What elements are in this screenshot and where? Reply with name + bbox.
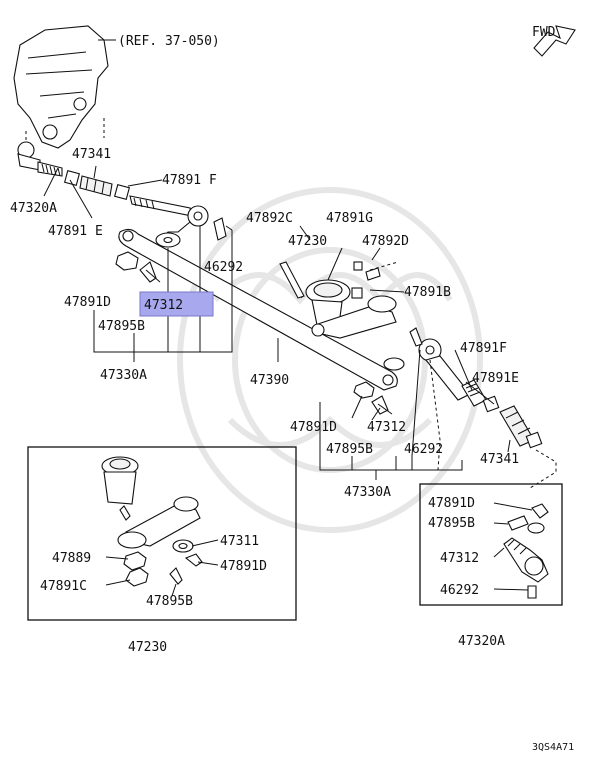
label-47895b-mid: 47895B <box>326 442 373 457</box>
label-47320a-top: 47320A <box>10 201 57 216</box>
label-47312-rbox: 47312 <box>440 551 479 566</box>
label-47891g: 47891G <box>326 211 373 226</box>
label-47341-top: 47341 <box>72 147 111 162</box>
idler-arm-detail-drawing <box>101 456 203 587</box>
label-47891b: 47891B <box>404 285 451 300</box>
label-47230-box: 47230 <box>128 640 167 655</box>
label-46292-top: 46292 <box>204 260 243 275</box>
label-47312-mid: 47312 <box>367 420 406 435</box>
label-47341-right: 47341 <box>480 452 519 467</box>
tie-rod-end-detail-drawing <box>503 503 549 599</box>
detail-box-47320a <box>419 483 563 606</box>
label-47891e-right: 47891E <box>472 371 519 386</box>
adjuster-sleeve-left-drawing <box>63 169 131 201</box>
leader-lines-box-right <box>493 502 533 591</box>
castle-nut-left-drawing <box>115 251 161 283</box>
label-47891f-right: 47891F <box>460 341 507 356</box>
label-47320a-rbox: 47320A <box>458 634 505 649</box>
label-47330a-mid: 47330A <box>344 485 391 500</box>
label-47892c: 47892C <box>246 211 293 226</box>
diagram-code: 3QS4A71 <box>532 742 574 753</box>
adjuster-sleeve-right-drawing <box>499 405 543 449</box>
leader-lines <box>43 165 511 453</box>
fwd-arrow-icon <box>533 25 576 57</box>
part-labels: 47341 47891 F 47320A 47891 E 47892C 4789… <box>10 147 519 655</box>
label-47889: 47889 <box>52 551 91 566</box>
label-47891e-top: 47891 E <box>48 224 103 239</box>
label-47892d: 47892D <box>362 234 409 249</box>
castle-nut-mid-drawing <box>353 381 393 415</box>
fwd-label: FWD <box>532 25 556 40</box>
label-47330a-left: 47330A <box>100 368 147 383</box>
label-47891f-top: 47891 F <box>162 173 217 188</box>
label-46292-mid: 46292 <box>404 442 443 457</box>
label-47895b-rbox: 47895B <box>428 516 475 531</box>
label-47311: 47311 <box>220 534 259 549</box>
label-47895b-left: 47895B <box>98 319 145 334</box>
ball-stud-left-drawing <box>155 217 227 248</box>
label-47891d-rbox: 47891D <box>428 496 475 511</box>
label-47891d-box: 47891D <box>220 559 267 574</box>
bracket-47330a-mid <box>319 349 463 480</box>
detail-box-47230 <box>27 446 297 621</box>
label-47312-highlighted: 47312 <box>144 298 183 313</box>
label-46292-rbox: 46292 <box>440 583 479 598</box>
idler-arm-top-drawing <box>279 261 399 339</box>
tie-rod-end-left-drawing <box>17 130 63 177</box>
label-47891c: 47891C <box>40 579 87 594</box>
relay-rod-drawing <box>118 228 398 391</box>
tie-rod-left-drawing <box>129 195 209 241</box>
leader-lines-box-left <box>105 539 219 597</box>
steering-gear-box-drawing <box>13 25 116 149</box>
label-47230-top: 47230 <box>288 234 327 249</box>
label-47891d-mid: 47891D <box>290 420 337 435</box>
ref-label: (REF. 37-050) <box>118 34 220 49</box>
label-47891d-left: 47891D <box>64 295 111 310</box>
label-47390: 47390 <box>250 373 289 388</box>
label-47895b-box: 47895B <box>146 594 193 609</box>
highlight-47312 <box>139 291 214 317</box>
